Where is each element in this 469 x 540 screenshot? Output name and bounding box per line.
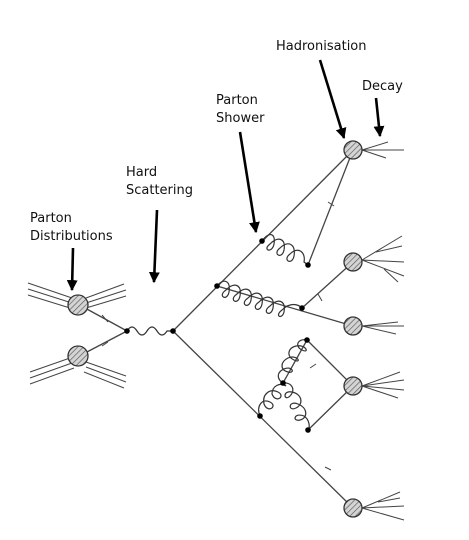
parton-lower bbox=[84, 330, 128, 354]
decay-fan-2 bbox=[361, 235, 405, 283]
hadron-blob-1 bbox=[343, 140, 363, 160]
vertex bbox=[124, 328, 130, 334]
incoming-beams bbox=[27, 282, 127, 389]
decay-products bbox=[361, 141, 405, 521]
gluon-upper bbox=[261, 234, 309, 266]
label-decay: Decay bbox=[362, 79, 403, 94]
decay-fan-1 bbox=[361, 141, 404, 159]
hadron-blob-4 bbox=[343, 376, 363, 396]
incoming-hadron-blob-upper bbox=[67, 294, 89, 316]
gluon-lower-left bbox=[258, 382, 287, 417]
quark-line-bottom bbox=[172, 330, 354, 509]
beam-lower-right bbox=[83, 361, 127, 389]
hadron-blobs bbox=[67, 140, 363, 518]
vertex bbox=[305, 262, 311, 268]
label-parton-distributions: Parton Distributions bbox=[30, 211, 113, 244]
vertex bbox=[305, 427, 311, 433]
vertex bbox=[259, 238, 265, 244]
hadron-blob-5 bbox=[343, 498, 363, 518]
beam-upper-left bbox=[27, 282, 73, 309]
vertex bbox=[280, 380, 286, 386]
fermion-arrow-ticks bbox=[309, 201, 335, 471]
arrow-hadronisation bbox=[318, 59, 347, 140]
parton-arrow-ticks bbox=[101, 314, 109, 347]
svg-text:Scattering: Scattering bbox=[126, 183, 193, 198]
svg-text:Shower: Shower bbox=[216, 111, 265, 126]
beam-lower-left bbox=[29, 357, 75, 385]
gluon-split-line bbox=[282, 339, 308, 384]
arrow-hard-scattering bbox=[148, 209, 160, 284]
incoming-partons bbox=[84, 307, 128, 354]
vertex bbox=[214, 283, 220, 289]
vertex bbox=[257, 413, 263, 419]
quark-lower-to-fourth-hadron bbox=[307, 385, 354, 431]
vertex bbox=[170, 328, 176, 334]
gluon-middle bbox=[216, 280, 303, 318]
quark-to-top-hadron bbox=[307, 149, 354, 266]
vertices bbox=[124, 238, 311, 433]
arrow-decay bbox=[373, 97, 385, 138]
gluon-right-vertical bbox=[277, 339, 308, 384]
hadron-blob-2 bbox=[343, 252, 363, 272]
label-hadronisation: Hadronisation bbox=[276, 39, 367, 54]
arrow-parton-distributions bbox=[66, 247, 78, 292]
label-hard-scattering: Hard Scattering bbox=[126, 165, 193, 198]
decay-fan-5 bbox=[361, 491, 405, 521]
shower-quark-lines bbox=[172, 149, 354, 509]
arrow-parton-shower bbox=[238, 131, 260, 234]
hard-scattering-propagator bbox=[126, 326, 173, 336]
hadron-blob-3 bbox=[343, 316, 363, 336]
label-parton-shower: Parton Shower bbox=[216, 93, 265, 126]
quark-to-fourth-hadron bbox=[306, 339, 354, 387]
gluon-lower-right bbox=[282, 382, 310, 431]
quark-to-second-hadron bbox=[301, 261, 354, 309]
quark-line-middle bbox=[216, 285, 354, 327]
vertex bbox=[304, 337, 310, 343]
beam-upper-right bbox=[85, 283, 127, 309]
annotation-arrows bbox=[66, 59, 385, 292]
vertex bbox=[299, 305, 305, 311]
svg-text:Parton: Parton bbox=[30, 211, 72, 226]
svg-text:Parton: Parton bbox=[216, 93, 258, 108]
incoming-hadron-blob-lower bbox=[67, 345, 89, 367]
decay-fan-3 bbox=[361, 321, 404, 335]
decay-fan-4 bbox=[361, 371, 405, 399]
svg-text:Hard: Hard bbox=[126, 165, 157, 180]
svg-text:Distributions: Distributions bbox=[30, 229, 113, 244]
gluon-spirals bbox=[216, 234, 310, 431]
